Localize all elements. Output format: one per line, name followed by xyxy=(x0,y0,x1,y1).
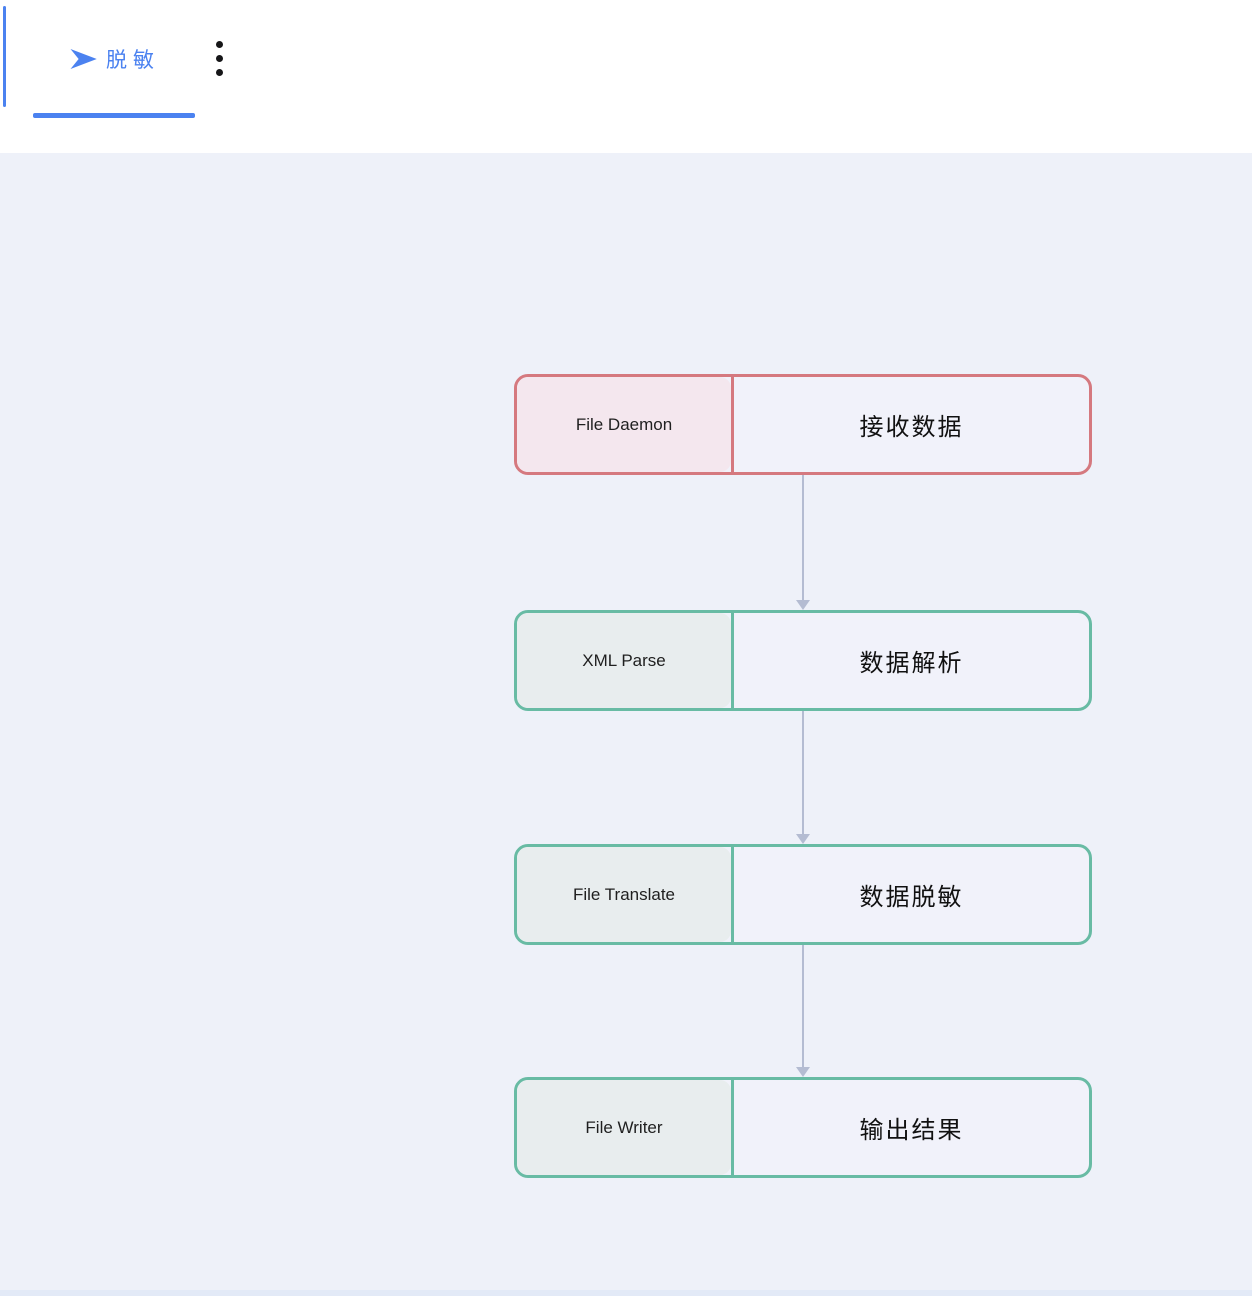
node-divider xyxy=(731,610,734,711)
node-tech-label: XML Parse xyxy=(582,650,666,670)
node-tech-cell: File Daemon xyxy=(517,377,731,472)
node-title-cell: 数据脱敏 xyxy=(734,847,1089,942)
active-tab-underline xyxy=(33,113,195,118)
node-divider xyxy=(731,1077,734,1178)
node-title-cell: 输出结果 xyxy=(734,1080,1089,1175)
node-title-label: 输出结果 xyxy=(859,1117,964,1144)
edge-arrowhead-icon xyxy=(796,834,810,844)
canvas-bottom-edge xyxy=(0,1290,1252,1296)
kebab-dot xyxy=(215,68,223,76)
edge-line xyxy=(802,945,804,1070)
node-tech-label: File Translate xyxy=(572,884,676,904)
node-tech-cell: XML Parse xyxy=(517,613,731,708)
edge-arrowhead-icon xyxy=(796,1067,810,1077)
node-tech-cell: File Writer xyxy=(517,1080,731,1175)
node-divider xyxy=(731,374,734,475)
node-title-cell: 接收数据 xyxy=(734,377,1089,472)
kebab-dot xyxy=(215,54,223,62)
node-tech-label: File Writer xyxy=(585,1117,663,1137)
left-accent-line xyxy=(3,6,6,107)
tab-label: 脱敏 xyxy=(106,49,160,72)
edge-line xyxy=(802,711,804,837)
node-title-label: 数据脱敏 xyxy=(859,884,964,911)
flow-edge xyxy=(796,711,810,844)
kebab-dot xyxy=(215,40,223,48)
node-tech-label: File Daemon xyxy=(575,414,673,434)
node-title-label: 接收数据 xyxy=(859,414,964,441)
node-divider xyxy=(731,844,734,945)
flow-node-file-translate[interactable]: File Translate 数据脱敏 xyxy=(514,844,1092,945)
flow-node-file-writer[interactable]: File Writer 输出结果 xyxy=(514,1077,1092,1178)
node-tech-cell: File Translate xyxy=(517,847,731,942)
kebab-menu-icon[interactable] xyxy=(205,38,233,78)
flow-node-file-daemon[interactable]: File Daemon 接收数据 xyxy=(514,374,1092,475)
send-arrow-icon xyxy=(68,44,98,74)
flow-edge xyxy=(796,945,810,1077)
tab-desensitize[interactable]: 脱敏 xyxy=(33,28,195,118)
flow-node-xml-parse[interactable]: XML Parse 数据解析 xyxy=(514,610,1092,711)
header-bar: 脱敏 xyxy=(0,0,1252,153)
flow-canvas[interactable]: File Daemon 接收数据 XML Parse 数据解析 File Tra… xyxy=(0,153,1252,1296)
node-title-label: 数据解析 xyxy=(859,650,964,677)
flow-edge xyxy=(796,475,810,610)
edge-arrowhead-icon xyxy=(796,600,810,610)
edge-line xyxy=(802,475,804,603)
node-title-cell: 数据解析 xyxy=(734,613,1089,708)
